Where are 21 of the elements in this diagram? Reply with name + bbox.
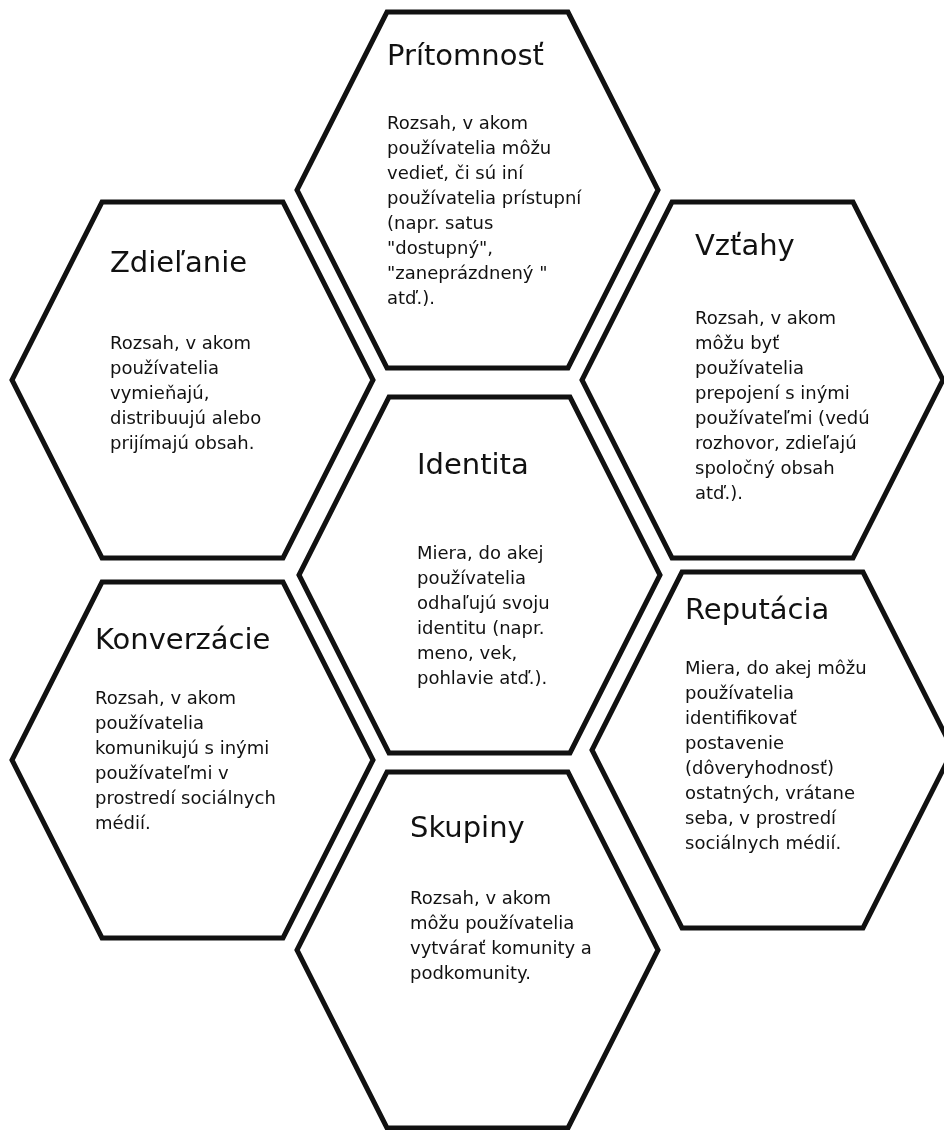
hexagon [297,395,662,755]
hexagon-description: Rozsah, v akom používatelia môžu vedieť, či sú iní používatelia prístupní (napr. satus "dostupný", "zaneprázdnený " atď.). [387,111,583,310]
hexagon-heading: Identita [417,447,529,481]
hexagon [590,570,944,930]
hexagon-description: Rozsah, v akom môžu byť používatelia prepojení s inými používateľmi (vedú rozhovor, zdieľajú spoločný obsah atď.). [695,306,871,505]
hexagon-heading: Reputácia [685,592,830,626]
hexagon [295,770,660,1130]
hexagon-heading: Zdieľanie [110,245,248,279]
hexagon [10,200,375,560]
hexagon-heading: Vzťahy [695,228,795,262]
hexagon-heading: Konverzácie [95,622,271,656]
hexagon-description: Rozsah, v akom môžu používatelia vytvárať komunity a podkomunity. [410,886,593,985]
hexagon-description: Miera, do akej používatelia odhaľujú svoju identitu (napr. meno, vek, pohlavie atď.). [417,541,551,690]
hexagon-heading: Skupiny [410,810,525,844]
hexagon [580,200,944,560]
hexagon [295,10,660,370]
hexagon-description: Rozsah, v akom používatelia komunikujú s inými používateľmi v prostredí sociálnych médií. [95,686,277,835]
hexagon [10,580,375,940]
hexagon-heading: Prítomnosť [387,38,544,72]
hexagon-description: Miera, do akej môžu používatelia identifikovať postavenie (dôveryhodnosť) ostatných, vrátane seba, v prostredí sociálnych médií. [685,656,868,855]
hexagon-description: Rozsah, v akom používatelia vymieňajú, distribuujú alebo prijímajú obsah. [110,331,263,455]
